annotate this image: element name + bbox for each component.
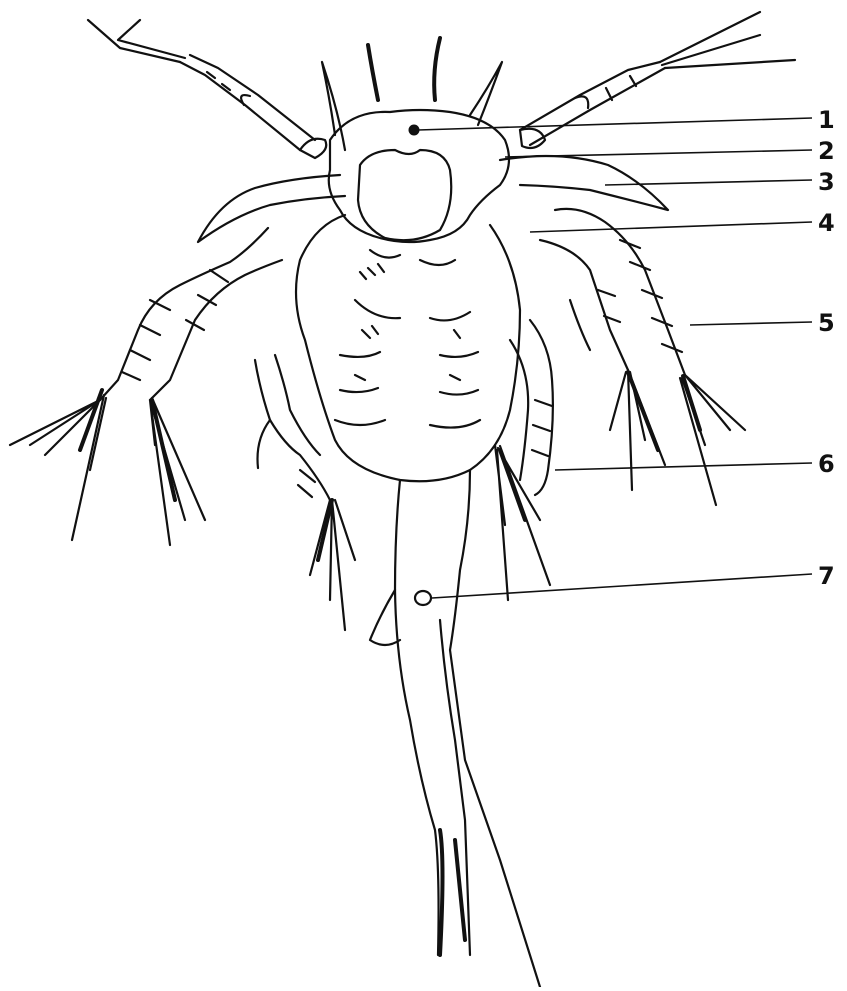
thorax (296, 215, 520, 481)
leader-line-6 (555, 463, 812, 470)
callout-label-7: 7 (818, 562, 835, 590)
right-limb-upper (540, 209, 745, 505)
callout-label-6: 6 (818, 450, 835, 478)
left-limb-upper (10, 228, 282, 545)
leader-line-2 (505, 150, 812, 157)
left-antenna (88, 20, 326, 158)
callout-label-5: 5 (818, 309, 835, 337)
leader-line-4 (530, 222, 812, 232)
left-limb-lower (255, 355, 355, 630)
callout-label-1: 1 (818, 106, 835, 134)
leader-line-7 (432, 574, 812, 598)
anal-pore (415, 591, 431, 605)
right-limb-lower (495, 300, 590, 600)
leader-lines (418, 118, 812, 598)
callout-labels: 1 2 3 4 5 6 7 (818, 106, 835, 590)
leader-line-5 (690, 322, 812, 325)
right-antenna (520, 12, 795, 148)
callout-label-3: 3 (818, 168, 835, 196)
nauplius-eye (409, 125, 419, 135)
abdomen (370, 470, 540, 987)
callout-label-4: 4 (818, 209, 835, 237)
callout-label-2: 2 (818, 137, 835, 165)
